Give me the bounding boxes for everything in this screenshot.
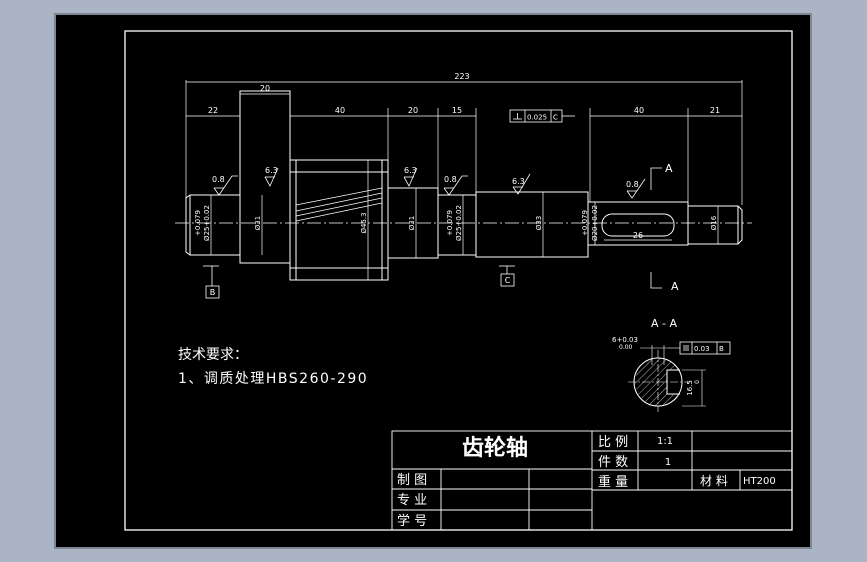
roughness-6: 0.8	[626, 180, 639, 189]
keyway-depth: 16.5	[686, 380, 694, 396]
drawn-label: 制 图	[397, 473, 427, 488]
dim-keyway-length: 26	[633, 231, 643, 240]
major-label: 专 业	[397, 493, 427, 508]
dia-7: Ø20+0.02	[591, 205, 599, 241]
dia-5: Ø25+0.02	[455, 205, 463, 241]
dia-8: Ø16	[710, 215, 718, 230]
keyway-width-tol-lower: 0.00	[619, 344, 633, 351]
keyway-depth-tol: 0	[694, 380, 701, 384]
dia-6: Ø33	[535, 216, 543, 230]
section-view	[628, 341, 731, 412]
section-arrow-label-top: A	[665, 162, 673, 175]
scale-label: 比 例	[598, 435, 628, 450]
qty-label: 件 数	[598, 455, 628, 470]
datum-b: B	[210, 288, 216, 297]
dia-3: Ø45.3	[360, 212, 368, 233]
dim-keyed-length: 40	[634, 106, 644, 115]
weight-label: 重 量	[598, 474, 628, 490]
roughness-3: 6.3	[404, 166, 417, 175]
roughness-5: 6.3	[512, 177, 525, 186]
dia-4: Ø31	[408, 216, 416, 230]
dia-5-tol: +0.079	[446, 210, 454, 236]
scale-value: 1:1	[657, 436, 673, 447]
dia-7-tol: +0.079	[581, 210, 589, 236]
roughness-2: 6.3	[265, 166, 278, 175]
qty-value: 1	[665, 457, 671, 468]
dim-bearing: 15	[452, 106, 462, 115]
runout-tolerance-frame	[509, 109, 575, 123]
dim-right-end: 21	[710, 106, 720, 115]
dim-overall: 223	[454, 72, 469, 81]
dia-1: Ø25+0.02	[203, 205, 211, 241]
dim-collar-width: 20	[260, 84, 270, 93]
material-value: HT200	[743, 476, 776, 487]
dia-1-tol: +0.079	[194, 210, 202, 236]
symmetry-value: 0.03	[694, 345, 710, 353]
section-title: A - A	[651, 317, 677, 330]
datum-symbols	[203, 265, 515, 299]
roughness-4: 0.8	[444, 175, 457, 184]
runout-value: 0.025	[527, 114, 547, 122]
runout-datum: C	[553, 114, 558, 122]
keyway-width-tol: 6+0.03	[612, 336, 638, 344]
section-arrows	[650, 167, 662, 289]
dimension-lines	[185, 80, 743, 280]
dim-left-end: 22	[208, 106, 218, 115]
drawing-sheet	[54, 13, 812, 549]
notes-heading: 技术要求：	[178, 347, 248, 363]
roughness-1: 0.8	[212, 175, 225, 184]
symmetry-datum: B	[719, 345, 724, 353]
section-arrow-label-bottom: A	[671, 280, 679, 293]
dia-2: Ø31	[254, 216, 262, 230]
title-block	[391, 430, 793, 531]
material-label: 材 料	[700, 474, 728, 488]
dim-gear-width: 40	[335, 106, 345, 115]
notes-item-1: 1、调质处理HBS260-290	[178, 371, 368, 387]
student-label: 学 号	[397, 513, 427, 529]
part-name: 齿轮轴	[462, 435, 528, 461]
datum-c: C	[505, 276, 511, 285]
dim-mid-collar: 20	[408, 106, 418, 115]
roughness-symbols	[213, 167, 646, 199]
